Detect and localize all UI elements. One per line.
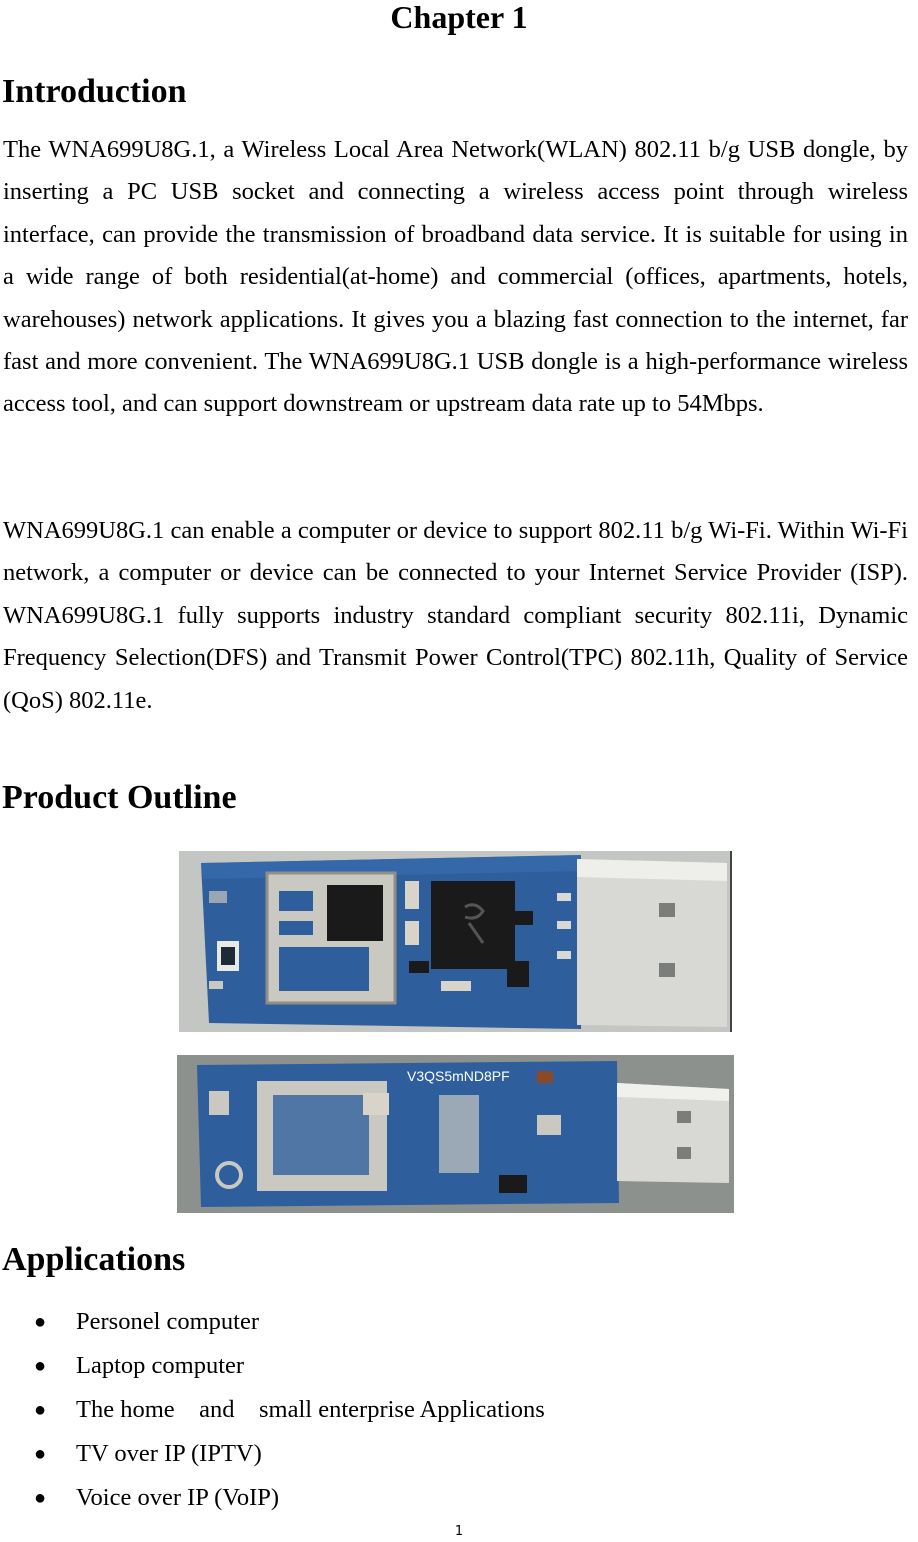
- board-label-text: V3QS5mND8PF: [407, 1068, 510, 1084]
- product-outline-heading: Product Outline: [2, 779, 237, 816]
- bullet-icon: ●: [34, 1311, 47, 1333]
- list-item: ● TV over IP (IPTV): [0, 1432, 545, 1476]
- introduction-paragraph-2: WNA699U8G.1 can enable a computer or dev…: [3, 517, 908, 714]
- bullet-icon: ●: [34, 1399, 47, 1421]
- list-item-label: TV over IP (IPTV): [76, 1440, 262, 1467]
- bullet-icon: ●: [34, 1355, 47, 1377]
- list-item: ● Personel computer: [0, 1300, 545, 1344]
- usb-dongle-front-photo: [179, 851, 732, 1032]
- list-item: ● Laptop computer: [0, 1344, 545, 1388]
- list-item-label: Personel computer: [76, 1308, 260, 1335]
- applications-heading: Applications: [2, 1241, 186, 1278]
- list-item: ● The home and small enterprise Applicati…: [0, 1388, 545, 1432]
- bullet-icon: ●: [34, 1443, 47, 1465]
- introduction-paragraph-1: The WNA699U8G.1, a Wireless Local Area N…: [3, 136, 908, 418]
- list-item-label: Voice over IP (VoIP): [76, 1484, 280, 1511]
- bullet-icon: ●: [34, 1487, 47, 1509]
- introduction-heading: Introduction: [2, 73, 187, 110]
- list-item-label: Laptop computer: [76, 1352, 245, 1379]
- applications-list: ● Personel computer ● Laptop computer ● The…: [0, 1300, 545, 1520]
- list-item-label: The home and small enterprise Applicatio…: [76, 1396, 545, 1423]
- usb-dongle-back-photo: V3QS5mND8PF: [177, 1055, 734, 1213]
- chapter-title: Chapter 1: [390, 0, 528, 35]
- page-number: 1: [454, 1524, 464, 1539]
- list-item: ● Voice over IP (VoIP): [0, 1476, 545, 1520]
